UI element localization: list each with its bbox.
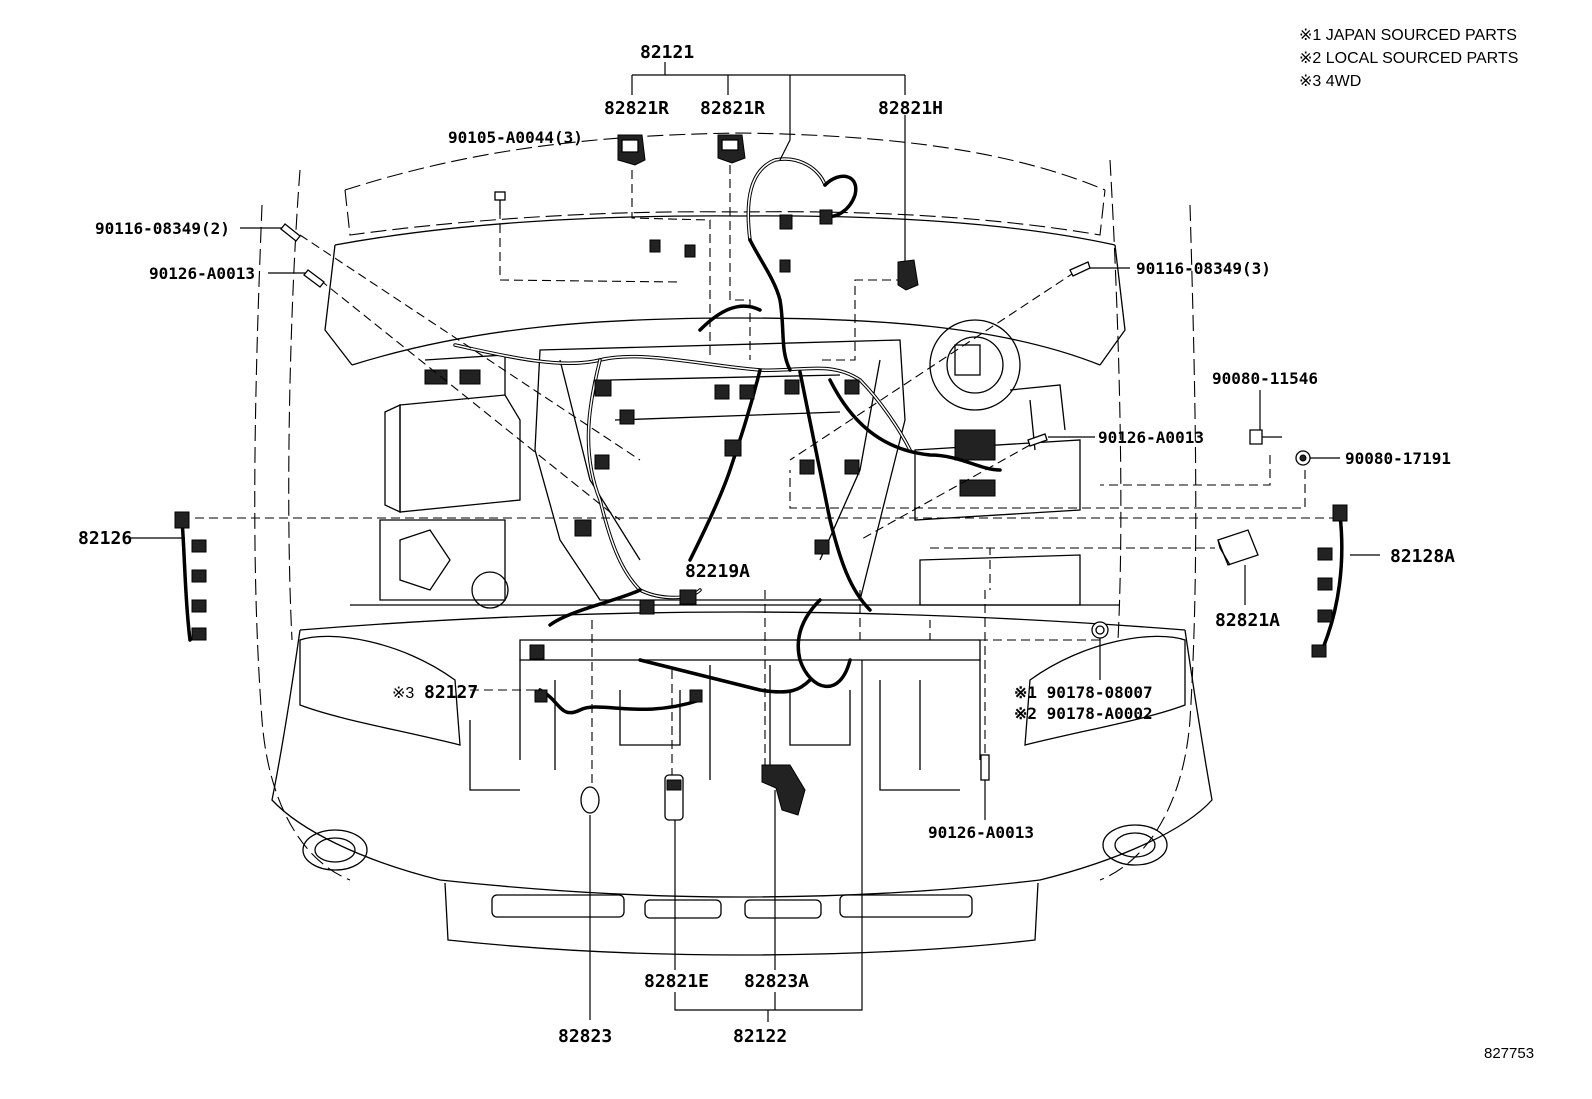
fasteners — [280, 191, 1311, 781]
note-4wd: ※3 4WD — [1299, 73, 1361, 90]
label-90080-17191: 90080-17191 — [1345, 449, 1451, 468]
part-82821A — [1217, 529, 1259, 566]
label-82122: 82122 — [733, 1026, 787, 1047]
label-90116-08349-right: 90116-08349(3) — [1136, 259, 1271, 278]
engine-bay — [379, 319, 1081, 609]
part-82823A — [761, 764, 806, 816]
part-82821R-right — [717, 134, 746, 164]
label-82821R-a: 82821R — [604, 98, 669, 119]
leader-lines — [195, 165, 1335, 790]
note-local-sourced: ※2 LOCAL SOURCED PARTS — [1299, 50, 1518, 67]
label-82128A: 82128A — [1390, 546, 1455, 567]
label-82127-note-mark: ※3 — [392, 685, 414, 702]
label-90126-A0013-mid: 90126-A0013 — [1098, 428, 1204, 447]
label-82823A: 82823A — [744, 971, 809, 992]
part-82821R-left — [617, 134, 646, 166]
label-82121: 82121 — [640, 42, 694, 63]
label-82126: 82126 — [78, 528, 132, 549]
engine-wire-harness — [453, 157, 1002, 715]
label-90126-A0013-bottom: 90126-A0013 — [928, 823, 1034, 842]
part-82128A-harness — [1311, 504, 1348, 658]
label-82821E: 82821E — [644, 971, 709, 992]
label-82821R-b: 82821R — [700, 98, 765, 119]
bottom-leaders — [130, 227, 1380, 1022]
notes: ※1 JAPAN SOURCED PARTS ※2 LOCAL SOURCED … — [1299, 27, 1518, 90]
label-90178-A0002: ※2 90178-A0002 — [1014, 704, 1153, 723]
label-90178-08007: ※1 90178-08007 — [1014, 683, 1153, 702]
label-90126-A0013-left: 90126-A0013 — [149, 264, 255, 283]
label-82821H: 82821H — [878, 98, 943, 119]
vehicle-body-outline — [254, 132, 1213, 956]
figure-reference-number: 827753 — [1484, 1045, 1534, 1062]
part-82823 — [580, 786, 600, 814]
label-90105-A0044: 90105-A0044(3) — [448, 128, 583, 147]
label-82127: 82127 — [424, 682, 478, 703]
label-82823: 82823 — [558, 1026, 612, 1047]
label-82219A: 82219A — [685, 561, 750, 582]
part-82126-harness — [174, 511, 207, 642]
label-90080-11546: 90080-11546 — [1212, 369, 1318, 388]
part-82821E — [664, 774, 684, 821]
bracket-82121 — [631, 62, 906, 265]
label-90116-08349-left: 90116-08349(2) — [95, 219, 230, 238]
note-japan-sourced: ※1 JAPAN SOURCED PARTS — [1299, 27, 1517, 44]
label-82821A: 82821A — [1215, 610, 1280, 631]
part-labels: 82121 82821R 82821R 82821H 90105-A0044(3… — [78, 42, 1455, 1047]
part-82821H — [897, 259, 919, 291]
